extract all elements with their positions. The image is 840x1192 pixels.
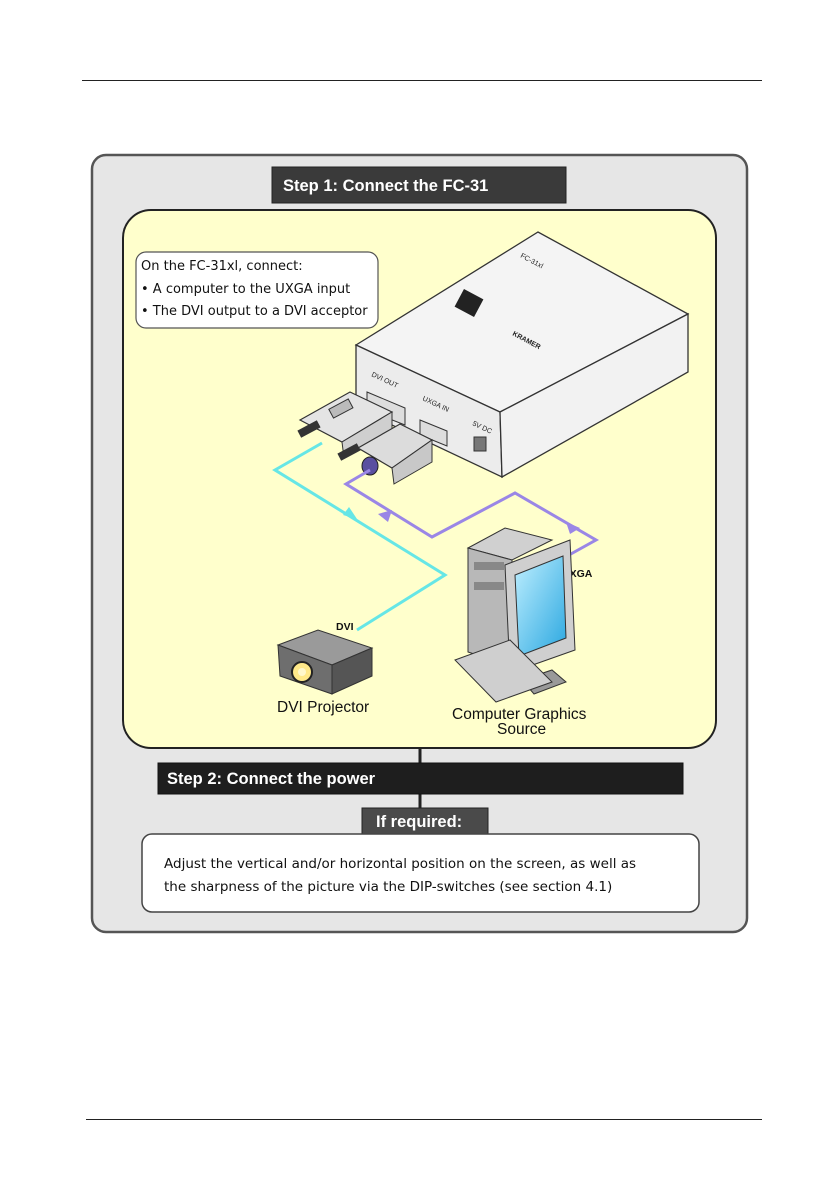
dvi-cable-label: DVI: [336, 621, 354, 633]
step1-title: Step 1: Connect the FC-31: [283, 177, 488, 195]
adjust-text-line2: the sharpness of the picture via the DIP…: [164, 879, 612, 895]
projector-icon: [276, 629, 374, 695]
adjust-box: Adjust the vertical and/or horizontal po…: [141, 833, 700, 913]
callout-bullet-1: • A computer to the UXGA input: [141, 282, 350, 297]
vga-plug-icon: [356, 423, 434, 485]
uxga-cable: [343, 468, 600, 562]
power-jack-icon: [473, 436, 487, 452]
projector-label: DVI Projector: [277, 699, 369, 716]
vga-port-icon: [419, 419, 448, 447]
callout-box: On the FC-31xl, connect: • A computer to…: [135, 251, 379, 329]
computer-label-line2: Source: [497, 721, 546, 738]
required-banner: If required:: [361, 807, 489, 835]
computer-icon: [454, 527, 576, 703]
bottom-rule: [86, 1119, 762, 1120]
keyboard-icon: [454, 639, 553, 703]
adjust-text-line1: Adjust the vertical and/or horizontal po…: [164, 856, 636, 872]
required-title: If required:: [376, 813, 462, 831]
uxga-arrow-icon-1: [378, 510, 392, 522]
dvi-cable: [272, 441, 448, 632]
uxga-arrow-icon-2: [566, 522, 580, 534]
callout-bullet-2: • The DVI output to a DVI acceptor: [141, 304, 368, 319]
fc31-device: KRAMER FC-31xl DVI OUT UXGA IN 5V DC: [354, 231, 690, 479]
step2-title: Step 2: Connect the power: [167, 770, 376, 788]
step1-banner: Step 1: Connect the FC-31: [271, 166, 567, 204]
dvi-arrow-icon: [343, 507, 357, 519]
top-rule: [82, 80, 762, 81]
callout-heading: On the FC-31xl, connect:: [141, 259, 303, 274]
dvi-plug-icon: [297, 391, 394, 461]
kramer-logo-icon: [454, 289, 484, 317]
step2-banner: Step 2: Connect the power: [157, 762, 684, 795]
computer-label-line1: Computer Graphics: [452, 706, 587, 723]
